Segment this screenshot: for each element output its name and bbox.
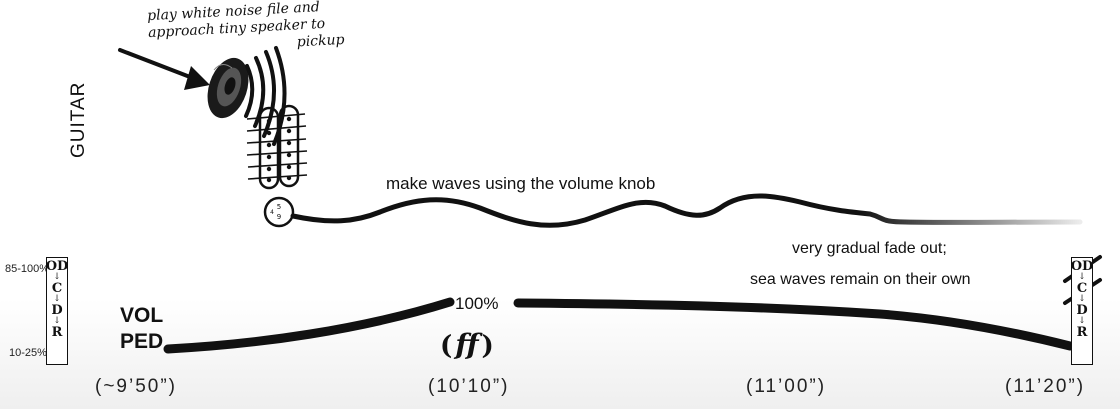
dynamic-open: ( [440,331,453,361]
volume-knob-icon: 5 9 4 [263,196,295,228]
pickup-icon [246,104,308,190]
arrow-down-icon: ↓ [1078,316,1086,326]
ped-text: PED [120,330,164,353]
dynamic-ff: ff [455,328,479,361]
chain-right-od: OD [1070,259,1094,274]
svg-text:4: 4 [270,209,274,216]
volume-pedal-label: VOL PED [120,303,163,355]
fade-instruction: very gradual fade out; [792,240,947,257]
range-top-label: 85-100% [5,263,50,275]
time-marker-2: (10’10”) [428,376,510,397]
volume-wave-line [290,193,1083,228]
arrow-icon [118,48,210,90]
chain-right-r: R [1076,325,1088,340]
arrow-down-icon: ↓ [53,294,61,304]
range-bottom-label: 10-25% [9,347,47,359]
svg-text:9: 9 [277,213,281,221]
signal-chain-right: OD ↓ C ↓ D ↓ R [1071,257,1093,365]
sound-waves-icon [244,46,287,146]
arrow-down-icon: ↓ [53,316,61,326]
speaker-icon [207,57,249,119]
chain-left-c: C [51,281,63,296]
chain-left-r: R [51,325,63,340]
time-marker-4: (11’20”) [1005,376,1086,397]
time-marker-1: (~9’50”) [95,376,177,397]
arrow-down-icon: ↓ [1078,272,1086,282]
signal-chain-left: OD ↓ C ↓ D ↓ R [46,257,68,365]
svg-text:5: 5 [277,203,281,211]
chain-right-d: D [1076,303,1088,318]
sea-instruction: sea waves remain on their own [750,271,971,288]
chain-left-d: D [51,303,63,318]
dynamic-marking: (ff) [440,328,494,361]
vol-text: VOL [120,304,164,327]
dynamic-close: ) [481,331,494,361]
arrow-down-icon: ↓ [53,272,61,282]
handwritten-note: play white noise file and approach tiny … [147,0,345,59]
time-marker-3: (11’00”) [746,376,827,397]
volume-envelope-line [163,297,1075,354]
instrument-label: GUITAR [68,81,89,158]
arrow-down-icon: ↓ [1078,294,1086,304]
peak-percent: 100% [455,294,499,313]
chain-left-od: OD [45,259,69,274]
knob-instruction: make waves using the volume knob [386,174,656,193]
chain-right-c: C [1076,281,1088,296]
